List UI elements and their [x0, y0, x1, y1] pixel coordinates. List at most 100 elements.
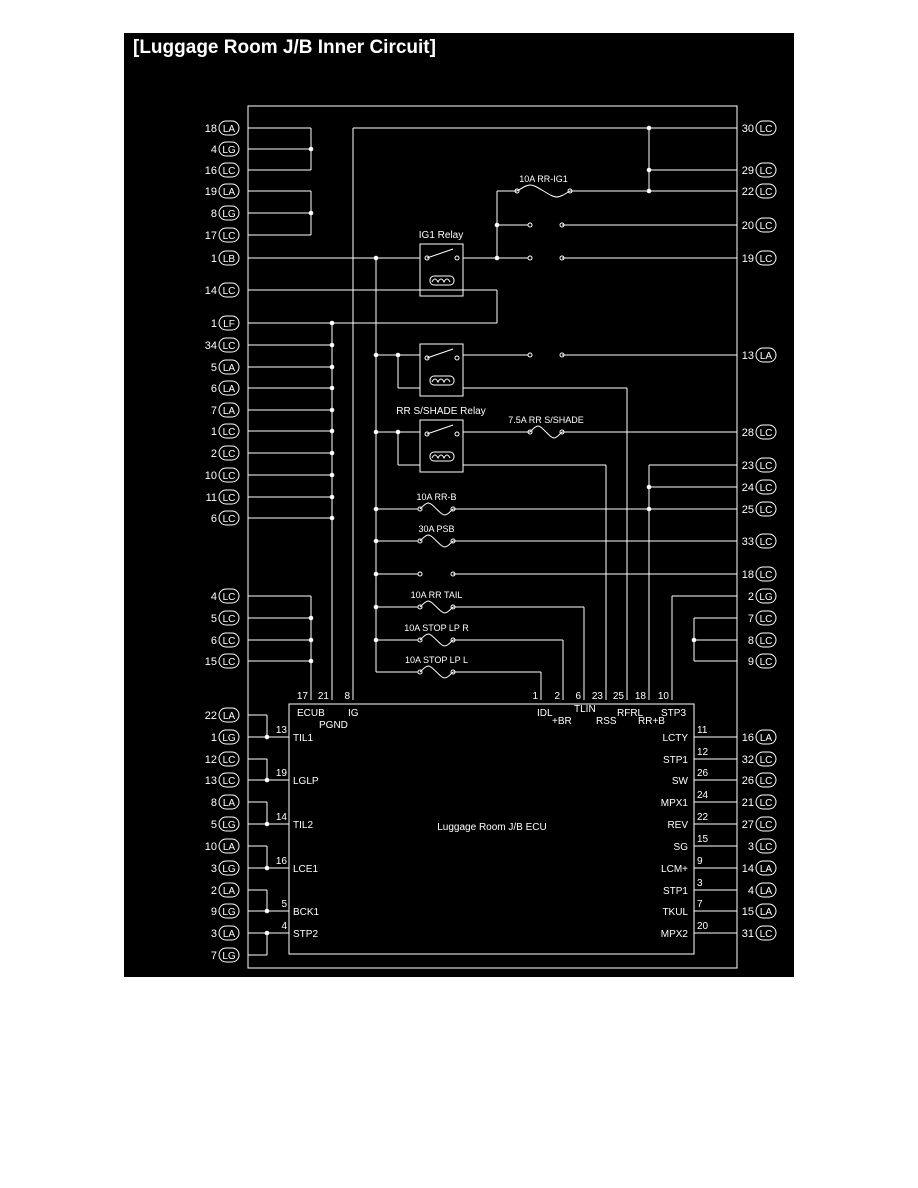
ecu-right-pin-name: STP1 [663, 886, 688, 897]
ecu-left-pin-name: LCE1 [293, 864, 318, 875]
junction-dot [264, 908, 270, 914]
right-connector-7-pin: 23 [742, 460, 754, 472]
right-connector-15-pin: 9 [748, 656, 754, 668]
left-connector-20-badge [218, 632, 240, 648]
left-connector-4-conn: LG [222, 209, 236, 220]
junction-dot [373, 429, 379, 435]
junction-dot [373, 352, 379, 358]
right-connector-22-conn: LA [760, 864, 773, 875]
ecu-left-pin-name: STP2 [293, 929, 318, 940]
right-connector-14-pin: 8 [748, 635, 754, 647]
left-connector-23-conn: LG [222, 733, 236, 744]
left-connector-18-conn: LC [223, 592, 236, 603]
right-connector-23-pin: 4 [748, 885, 754, 897]
left-connector-1-conn: LG [222, 145, 236, 156]
ecu-left-pin-name: TIL2 [293, 820, 313, 831]
ecu-right-pin-num: 26 [697, 768, 709, 779]
fuse-label: 7.5A RR S/SHADE [508, 415, 584, 425]
left-connector-20-conn: LC [223, 636, 236, 647]
left-connector-33-pin: 7 [211, 950, 217, 962]
left-connector-28-badge [218, 838, 240, 854]
terminal [417, 571, 423, 577]
right-connector-14-conn: LC [760, 636, 773, 647]
left-connector-0-pin: 18 [205, 123, 217, 135]
right-connector-25-badge [755, 925, 777, 941]
junction-dot [373, 637, 379, 643]
ecu-left-pin-num: 5 [281, 899, 287, 910]
fuse-label: 30A PSB [418, 524, 454, 534]
left-connector-23-pin: 1 [211, 732, 217, 744]
junction-dot [264, 865, 270, 871]
right-connector-9-pin: 25 [742, 504, 754, 516]
right-connector-13-conn: LC [760, 614, 773, 625]
left-connector-13-conn: LC [223, 427, 236, 438]
left-connector-16-conn: LC [223, 493, 236, 504]
right-connector-25-pin: 31 [742, 928, 754, 940]
ecu-left-pin-num: 16 [276, 856, 288, 867]
left-connector-9-pin: 34 [205, 340, 217, 352]
left-connector-27-pin: 5 [211, 819, 217, 831]
ecu-top-pin-name: TLIN [574, 704, 596, 715]
right-connector-24-pin: 15 [742, 906, 754, 918]
right-connector-2-badge [755, 183, 777, 199]
right-connector-1-pin: 29 [742, 165, 754, 177]
ecu-left-pin-num: 19 [276, 768, 288, 779]
left-connector-2-badge [218, 162, 240, 178]
left-connector-30-conn: LA [223, 886, 236, 897]
ecu-right-pin-num: 3 [697, 878, 703, 889]
fuse-label: 10A RR-IG1 [519, 174, 568, 184]
left-connector-14-badge [218, 445, 240, 461]
left-connector-32-badge [218, 925, 240, 941]
right-connector-3-badge [755, 217, 777, 233]
ecu-top-pin-name: IG [348, 708, 359, 719]
ecu-right-pin-name: MPX1 [661, 798, 689, 809]
left-connector-9-badge [218, 337, 240, 353]
right-connector-12-badge [755, 588, 777, 604]
left-connector-7-badge [218, 282, 240, 298]
fuse-symbol [419, 600, 454, 614]
left-connector-30-pin: 2 [211, 885, 217, 897]
right-connector-16-badge [755, 729, 777, 745]
ecu-top-pin-name: +BR [552, 716, 572, 727]
right-connector-12-pin: 2 [748, 591, 754, 603]
right-connector-14-badge [755, 632, 777, 648]
right-connector-2-conn: LC [760, 187, 773, 198]
left-connector-28-conn: LA [223, 842, 236, 853]
relay-label: IG1 Relay [419, 230, 463, 241]
relay-box [419, 419, 464, 473]
right-connector-6-badge [755, 424, 777, 440]
relay-label: RR S/SHADE Relay [396, 406, 485, 417]
ecu-top-pin-name: RFRL [617, 708, 644, 719]
left-connector-12-conn: LA [223, 406, 236, 417]
jb-border [247, 105, 738, 969]
ecu-top-pin-name: RSS [596, 716, 617, 727]
left-connector-32-conn: LA [223, 929, 236, 940]
relay-coil [431, 378, 451, 384]
left-connector-28-pin: 10 [205, 841, 217, 853]
ecu-top-pin-num: 25 [613, 691, 625, 702]
junction-dot [264, 777, 270, 783]
ecu-right-pin-name: LCM+ [661, 864, 688, 875]
junction-dot [373, 506, 379, 512]
fuse-label: 10A RR-B [416, 492, 456, 502]
right-connector-20-badge [755, 816, 777, 832]
ecu-right-pin-num: 9 [697, 856, 703, 867]
junction-dot [264, 930, 270, 936]
terminal [454, 255, 460, 261]
left-connector-14-conn: LC [223, 449, 236, 460]
right-connector-15-conn: LC [760, 657, 773, 668]
junction-dot [308, 637, 314, 643]
ecu-top-pin-name: IDL [537, 708, 553, 719]
right-connector-18-badge [755, 772, 777, 788]
left-connector-8-conn: LF [223, 319, 235, 330]
relay-coil-box [429, 451, 455, 462]
left-connector-11-badge [218, 380, 240, 396]
left-connector-17-conn: LC [223, 514, 236, 525]
ecu-right-pin-num: 22 [697, 812, 709, 823]
right-connector-9-badge [755, 501, 777, 517]
relay-box [419, 343, 464, 397]
left-connector-25-conn: LC [223, 776, 236, 787]
left-connector-25-badge [218, 772, 240, 788]
right-connector-23-conn: LA [760, 886, 773, 897]
ecu-top-pin-num: 23 [592, 691, 604, 702]
